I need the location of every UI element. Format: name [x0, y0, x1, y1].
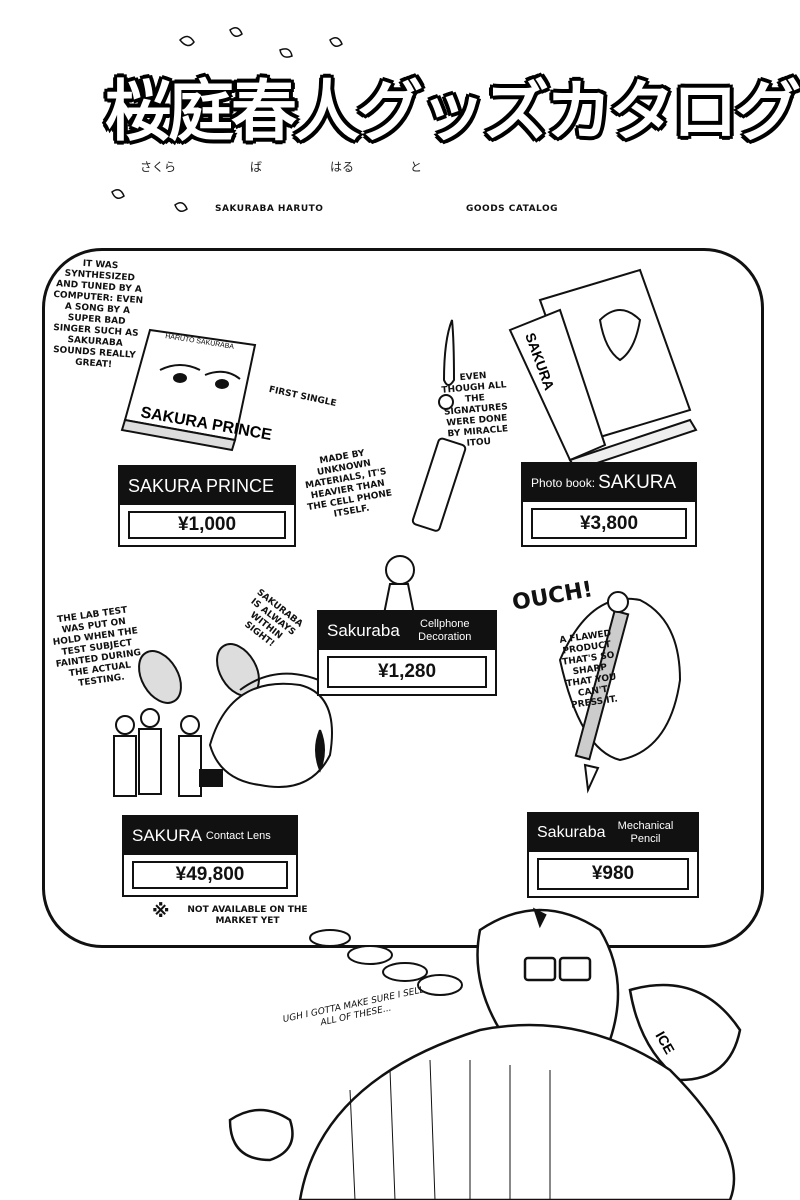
cd-note: It was synthesized and tuned by a comput…: [52, 258, 144, 371]
lab-scene-illustration: [113, 672, 333, 797]
product-name: Sakuraba: [537, 824, 606, 841]
catalog-frame: [42, 248, 764, 948]
product-header: Sakuraba Cellphone Decoration: [319, 612, 495, 650]
cd-case-illustration: [120, 328, 257, 452]
cellphone-strap-illustration: [382, 319, 467, 615]
thought-bubbles: [309, 929, 463, 996]
pencil-note: A flawed product that's so sharp that yo…: [558, 628, 619, 711]
furigana-to: と: [410, 160, 423, 174]
furigana-sakura: さくら: [140, 160, 177, 174]
product-name: SAKURA: [598, 472, 677, 493]
subtitle-name: SAKURABA HARUTO: [215, 204, 324, 214]
price-tag-contact-lens: SAKURA Contact Lens ¥49,800: [122, 815, 298, 897]
mechanical-pencil-illustration: [558, 591, 682, 794]
sakura-petals-decoration: [111, 27, 343, 212]
price-tag-mechanical-pencil: Sakuraba Mechanical Pencil ¥980: [527, 812, 699, 898]
price-tag-cellphone-decoration: Sakuraba Cellphone Decoration ¥1,280: [317, 610, 497, 696]
lens-note: The lab test was put on hold when the te…: [52, 605, 142, 689]
price-tag-photo-book: Photo book: SAKURA ¥3,800: [521, 462, 697, 547]
photo-book-illustration: [508, 268, 698, 472]
price-tag-sakura-prince: SAKURA PRINCE ¥1,000: [118, 465, 296, 547]
furigana-haru: はる: [330, 160, 355, 174]
product-price: ¥1,280: [327, 656, 487, 688]
product-suffix: Mechanical Pencil: [617, 820, 674, 845]
page-title: 桜庭春人グッズカタログ: [105, 73, 800, 150]
product-suffix: Cellphone Decoration: [418, 618, 472, 643]
product-price: ¥980: [537, 858, 689, 890]
product-suffix: Contact Lens: [205, 830, 271, 842]
product-price: ¥49,800: [132, 861, 288, 889]
product-price: ¥3,800: [531, 508, 687, 539]
reference-mark-icon: ※: [152, 901, 170, 922]
photo-book-note: Even though all the signatures were done…: [441, 370, 509, 449]
furigana-ba: ば: [250, 160, 263, 174]
sleeping-man-illustration: [228, 907, 742, 1200]
product-price: ¥1,000: [128, 511, 286, 539]
product-header: SAKURA Contact Lens: [124, 817, 296, 855]
product-name: Sakuraba: [327, 621, 400, 640]
product-header: Sakuraba Mechanical Pencil: [529, 814, 697, 852]
product-name: SAKURA PRINCE: [120, 467, 294, 505]
not-available-note: Not available on the market yet: [187, 905, 308, 926]
product-name: SAKURA: [132, 826, 202, 845]
subtitle-catalog: GOODS CATALOG: [466, 204, 559, 214]
contact-lens-illustration: [138, 643, 260, 704]
product-header: Photo book: SAKURA: [523, 464, 695, 502]
product-prefix: Photo book:: [531, 476, 596, 490]
